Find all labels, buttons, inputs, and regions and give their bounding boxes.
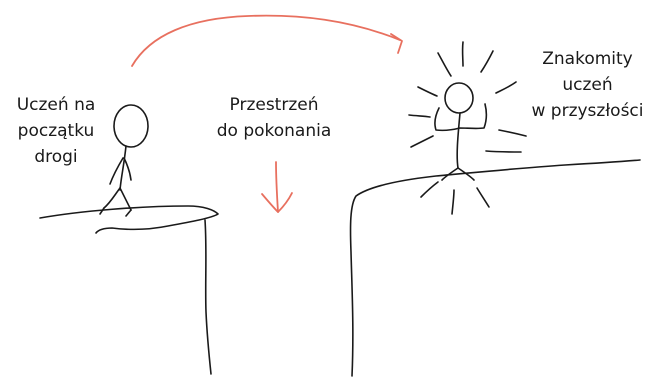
student-body [120,146,126,190]
future-body [457,113,460,168]
ray [421,182,438,197]
student-left-leg [104,188,120,208]
right-cliff [351,160,640,376]
student-head [114,105,148,147]
ray [481,51,493,72]
ray [452,190,454,214]
ray [486,151,521,152]
label-student-start: Uczeń na początku drogi [4,92,108,170]
ray [411,136,433,147]
ray [496,82,516,93]
ray [438,53,451,76]
progress-arc-arrow [132,16,402,66]
future-head [445,83,473,113]
ray [418,87,437,96]
ray [477,188,489,207]
student-right-leg [120,188,131,210]
student-future-figure [435,83,486,180]
future-arms [435,104,486,130]
down-arrow [262,162,292,212]
left-cliff [40,206,218,374]
student-right-foot [126,210,131,216]
label-gap-to-overcome: Przestrzeń do pokonania [204,92,344,144]
student-right-arm [124,158,131,180]
label-future-student: Znakomity uczeń w przyszłości [525,46,650,124]
ray [409,115,430,117]
ray [499,130,526,136]
